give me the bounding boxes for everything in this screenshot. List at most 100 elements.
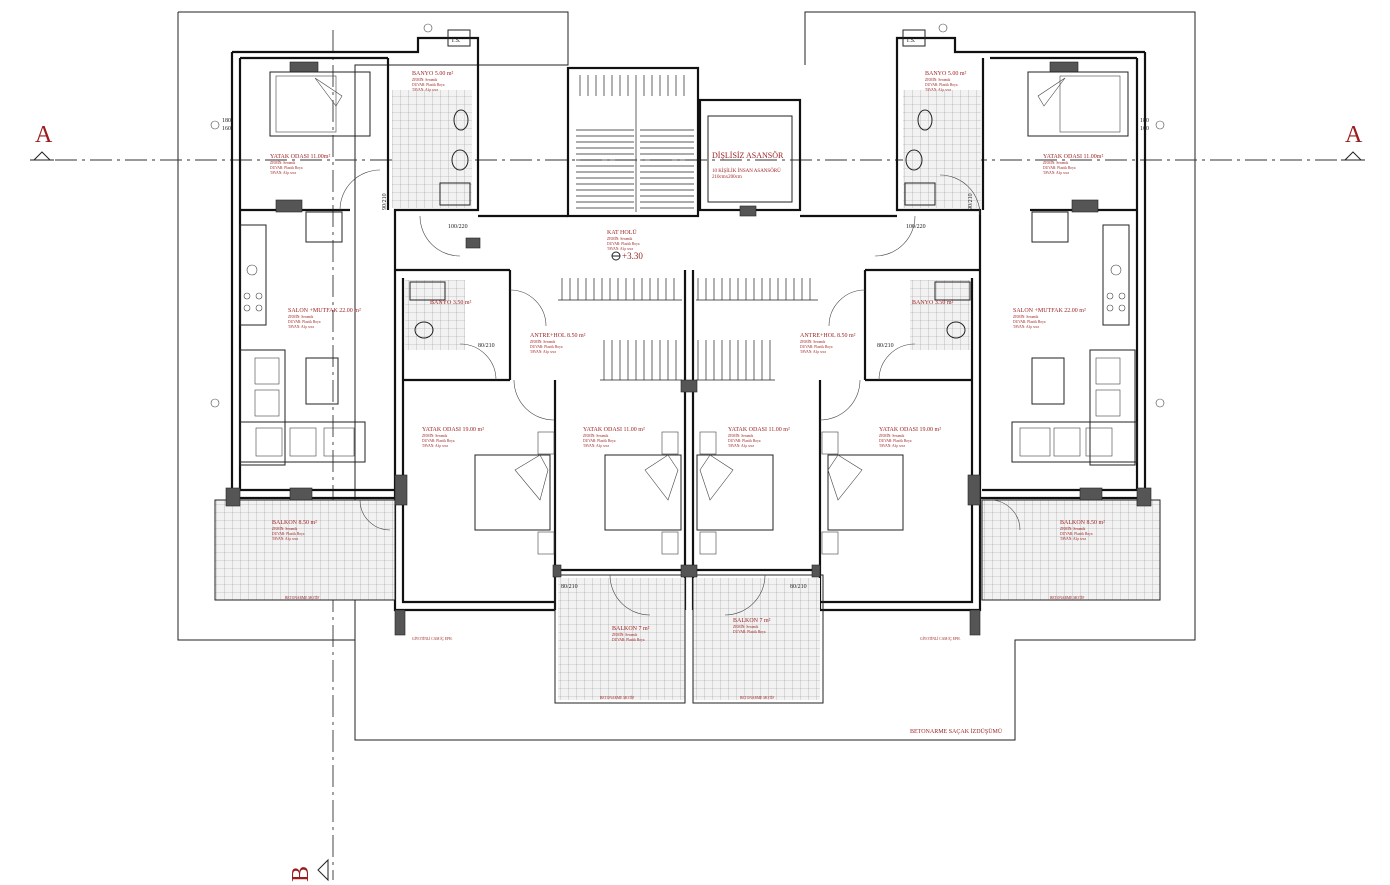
door-size-1: 100/220 [448,224,468,230]
room-bed-l-big: YATAK ODASI 19.00 m² [422,427,484,433]
svg-text:TAVAN: Alçı sıva: TAVAN: Alçı sıva [1060,537,1086,541]
svg-text:DUVAR: Plastik Boya: DUVAR: Plastik Boya [422,439,455,443]
svg-text:TAVAN: Alçı sıva: TAVAN: Alçı sıva [270,171,296,175]
door-size-2: 100/220 [906,224,926,230]
svg-text:TAVAN: Alçı sıva: TAVAN: Alçı sıva [288,325,314,329]
door-size-5: 80/210 [561,584,578,590]
beds-lower [474,431,904,555]
label-window-160-r: 160 [1140,126,1149,132]
room-balcony-cr: BALKON 7 m² [733,618,771,624]
kitchen-right [1031,211,1130,326]
svg-text:TAVAN: Alçı sıva: TAVAN: Alçı sıva [272,537,298,541]
svg-text:ZEMİN: Seramik: ZEMİN: Seramik [288,314,313,319]
wc-floor-r [910,280,970,350]
svg-text:ZEMİN: Seramik: ZEMİN: Seramik [800,339,825,344]
unit-stairs [558,278,818,381]
main-stair [576,75,694,212]
room-bed-l-mid: YATAK ODASI 11.00 m² [583,427,645,433]
svg-text:TAVAN: Alçı sıva: TAVAN: Alçı sıva [530,350,556,354]
svg-text:TAVAN: Alçı sıva: TAVAN: Alçı sıva [800,350,826,354]
elevator-capacity: 10 KİŞİLİK İNSAN ASANSÖRÜ [712,168,781,174]
svg-text:TAVAN: Alçı sıva: TAVAN: Alçı sıva [1043,171,1069,175]
room-bed-r-mid: YATAK ODASI 11.00 m² [728,427,790,433]
svg-text:DUVAR: Plastik Boya: DUVAR: Plastik Boya [272,532,305,536]
label-ts-left: T.S. [451,38,461,44]
section-mark-b: B [288,866,314,882]
kitchen-left [239,211,343,326]
svg-text:DUVAR: Plastik Boya: DUVAR: Plastik Boya [728,439,761,443]
svg-text:DUVAR: Plastik Boya: DUVAR: Plastik Boya [612,638,645,642]
svg-text:ZEMİN: Seramik: ZEMİN: Seramik [733,624,758,629]
note-beton-r: BETONARME MOTİF [1050,595,1084,600]
note-gutter-r: GİYOTİNLİ CAM İÇ EPH. [920,636,961,641]
svg-text:DUVAR: Plastik Boya: DUVAR: Plastik Boya [530,345,563,349]
bed-top-left [269,71,371,137]
note-beton-c2: BETONARME MOTİF [740,695,774,700]
svg-text:DUVAR: Plastik Boya: DUVAR: Plastik Boya [1060,532,1093,536]
note-gutter-l: GİYOTİNLİ CAM İÇ EPH. [412,636,453,641]
svg-text:DUVAR: Plastik Boya: DUVAR: Plastik Boya [800,345,833,349]
door-size-8: 90/210 [968,193,974,210]
svg-text:DUVAR: Plastik Boya: DUVAR: Plastik Boya [733,630,766,634]
doors [339,169,1021,616]
room-bedroom-tr: YATAK ODASI 11.00m² [1043,154,1103,160]
svg-text:DUVAR: Plastik Boya: DUVAR: Plastik Boya [879,439,912,443]
svg-text:ZEMİN: Seramik: ZEMİN: Seramik [612,632,637,637]
svg-text:ZEMİN: Seramik: ZEMİN: Seramik [583,433,608,438]
room-entry-r: ANTRE+HOL 8.50 m² [800,333,856,339]
note-beton-c: BETONARME MOTİF [600,695,634,700]
hall-wall: DUVAR: Plastik Boya [607,242,640,246]
svg-text:DUVAR: Plastik Boya: DUVAR: Plastik Boya [1013,320,1046,324]
section-mark-a-right: A [1345,122,1363,148]
room-bedroom-tl: YATAK ODASI 11.00m² [270,154,330,160]
svg-text:ZEMİN: Seramik: ZEMİN: Seramik [1043,160,1068,165]
svg-text:ZEMİN: Seramik: ZEMİN: Seramik [925,77,950,82]
door-size-6: 80/210 [790,584,807,590]
room-bath-tr: BANYO 5.00 m² [925,71,967,77]
svg-text:DUVAR: Plastik Boya: DUVAR: Plastik Boya [1043,166,1076,170]
window-markers [210,23,1165,408]
room-balcony-cl: BALKON 7 m² [612,626,650,632]
bed-top-right [1027,71,1129,137]
hall-ceiling: TAVAN: Alçı sıva [607,247,633,251]
svg-text:ZEMİN: Seramik: ZEMİN: Seramik [728,433,753,438]
balcony-center-left [558,578,685,700]
room-bath-tl: BANYO 5.00 m² [412,71,454,77]
svg-text:TAVAN: Alçı sıva: TAVAN: Alçı sıva [879,444,905,448]
svg-text:DUVAR: Plastik Boya: DUVAR: Plastik Boya [583,439,616,443]
balcony-center-right [693,578,820,700]
svg-text:ZEMİN: Seramik: ZEMİN: Seramik [530,339,555,344]
svg-text:DUVAR: Plastik Boya: DUVAR: Plastik Boya [412,83,445,87]
svg-text:ZEMİN: Seramik: ZEMİN: Seramik [1013,314,1038,319]
label-ts-right: T.S. [906,38,916,44]
room-wc-l: BANYO 3.50 m² [430,300,472,306]
room-salon-l: SALON +MUTFAK 22.00 m² [288,308,361,314]
svg-text:ZEMİN: Seramik: ZEMİN: Seramik [270,160,295,165]
svg-text:ZEMİN: Seramik: ZEMİN: Seramik [272,526,297,531]
svg-text:DUVAR: Plastik Boya: DUVAR: Plastik Boya [270,166,303,170]
balcony-left [215,500,395,600]
note-eave: BETONARME SAÇAK İZDÜŞÜMÜ [910,728,1003,735]
svg-text:TAVAN: Alçı sıva: TAVAN: Alçı sıva [583,444,609,448]
room-balcony-r: BALKON 8.50 m² [1060,520,1105,526]
svg-text:ZEMİN: Seramik: ZEMİN: Seramik [879,433,904,438]
door-size-4: 80/210 [877,343,894,349]
eave-outline [177,11,1196,741]
hall-floor: ZEMİN: Seramik [607,236,632,241]
svg-text:ZEMİN: Seramik: ZEMİN: Seramik [422,433,447,438]
hall-title: KAT HOLÜ [607,229,637,236]
bath-floor-tl [392,90,472,208]
level-marker [611,251,621,261]
section-line-b [317,30,334,882]
room-bed-r-big: YATAK ODASI 19.00 m² [879,427,941,433]
svg-text:ZEMİN: Seramik: ZEMİN: Seramik [412,77,437,82]
label-window-180-r: 180 [1140,118,1149,124]
columns [225,61,1152,636]
wc-floor-l [405,280,465,350]
svg-text:DUVAR: Plastik Boya: DUVAR: Plastik Boya [925,83,958,87]
finish-notes: ZEMİN: Seramik DUVAR: Plastik Boya TAVAN… [270,77,1093,642]
room-salon-r: SALON +MUTFAK 22.00 m² [1013,308,1086,314]
svg-text:DUVAR: Plastik Boya: DUVAR: Plastik Boya [288,320,321,324]
section-mark-a-left: A [35,122,53,148]
